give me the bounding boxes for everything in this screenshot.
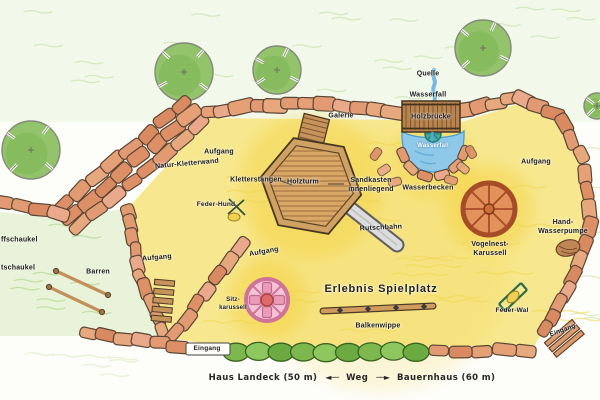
holzturm-icon xyxy=(259,137,363,235)
hedge-row xyxy=(222,341,430,363)
arrow-right-icon: ──► xyxy=(376,373,390,382)
tree-icon xyxy=(583,92,600,120)
rutschbahn-icon xyxy=(341,199,405,253)
tree-icon xyxy=(252,45,302,95)
hand-wasserpumpe-icon xyxy=(555,239,581,257)
tree-icon xyxy=(154,42,214,102)
holzbruecke-icon xyxy=(401,100,461,133)
feder-hund-icon xyxy=(227,198,246,222)
caption-left: Haus Landeck (50 m) xyxy=(208,373,318,383)
caption-weg: Weg xyxy=(346,373,369,383)
aufgang-ladder-icon xyxy=(150,278,176,323)
sitz-karussell-icon xyxy=(244,277,290,323)
tree-icon xyxy=(454,19,512,77)
eingang-ramp-icon xyxy=(543,318,585,359)
map-caption: Haus Landeck (50 m) ◄── Weg ──► Bauernhaus (… xyxy=(205,373,500,383)
arrow-left-icon: ◄── xyxy=(325,373,339,382)
eingang-sign xyxy=(185,342,231,356)
barren-icon xyxy=(45,267,112,316)
tree-icon xyxy=(1,120,61,180)
caption-right: Bauernhaus (60 m) xyxy=(397,373,496,383)
vogelnest-karussell-icon xyxy=(460,180,518,238)
feder-wal-icon xyxy=(498,282,528,312)
balkenwippe-icon xyxy=(319,302,437,315)
